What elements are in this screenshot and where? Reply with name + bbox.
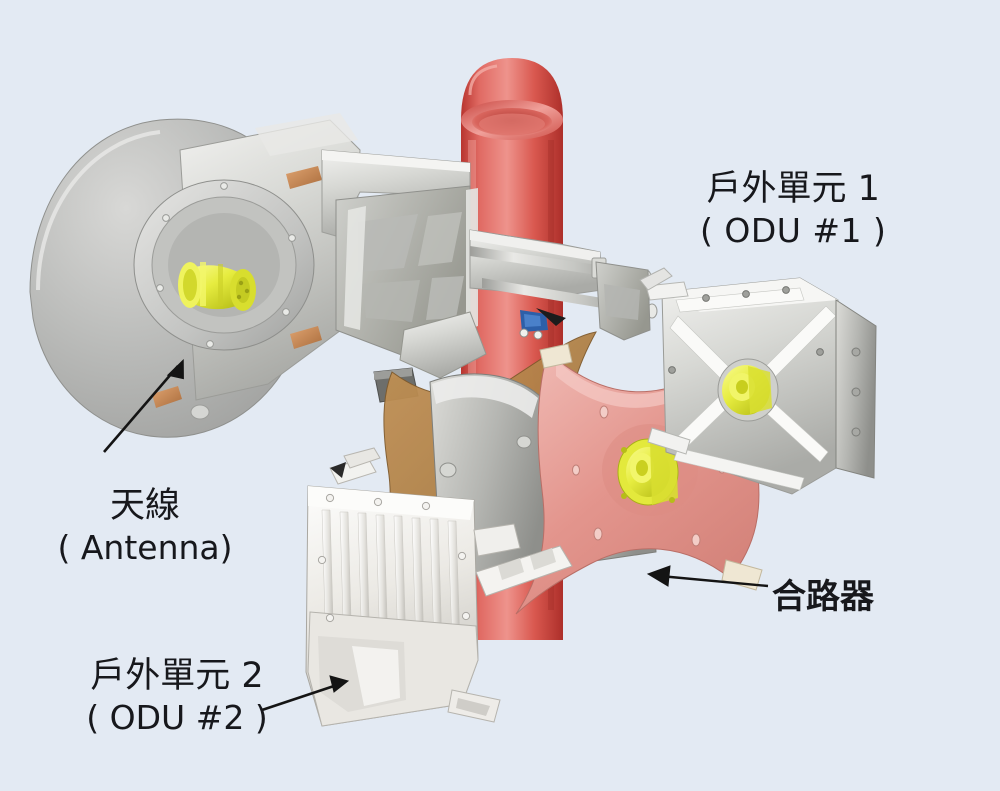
pole-mount-bracket	[321, 149, 658, 403]
odu1-connector	[717, 358, 779, 422]
copper-fitting	[152, 166, 322, 408]
waveguide-feed-port	[178, 262, 256, 311]
outdoor-unit-1	[639, 267, 877, 495]
label-combiner-chinese: 合路器	[772, 577, 874, 617]
outdoor-unit-2	[305, 447, 573, 727]
label-odu2-english: ( ODU #2 )	[86, 697, 268, 737]
heatsink-fins	[321, 509, 461, 657]
odu2-leader-arrow	[261, 675, 350, 712]
label-odu1: 戶外單元 1 ( ODU #1 )	[700, 168, 886, 251]
label-antenna-chinese: 天線	[109, 486, 180, 526]
label-odu1-english: ( ODU #1 )	[700, 210, 887, 250]
label-odu2: 戶外單元 2 ( ODU #2 )	[52, 655, 302, 738]
label-antenna-english: ( Antenna)	[57, 527, 233, 567]
label-combiner: 合路器	[772, 577, 874, 618]
leader-arrows	[103, 358, 769, 712]
combiner-leader-arrow	[646, 565, 769, 588]
label-odu2-chinese: 戶外單元 2	[90, 656, 264, 696]
label-odu1-chinese: 戶外單元 1	[706, 169, 880, 209]
waveguide-center-port	[617, 438, 679, 506]
blue-fitting	[519, 308, 566, 340]
label-antenna: 天線 ( Antenna)	[30, 485, 260, 568]
antenna-leader-arrow	[103, 358, 184, 453]
antenna-dish	[29, 113, 361, 438]
